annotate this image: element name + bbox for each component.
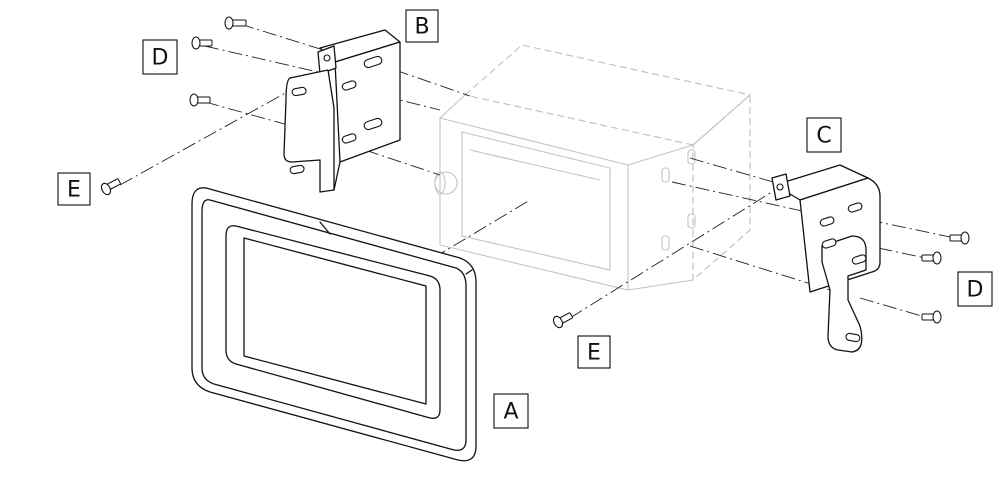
callout-a: A: [493, 393, 529, 429]
callout-d-left-text: D: [152, 46, 169, 71]
callout-e-left-text: E: [67, 178, 81, 203]
callout-d-right-text: D: [967, 278, 984, 303]
callout-b-text: B: [414, 15, 429, 40]
screw-d-left-bottom: [189, 93, 211, 107]
callout-d-right: D: [957, 271, 993, 307]
screw-b-top: [224, 16, 247, 30]
screw-d-left-top: [191, 36, 213, 50]
callout-c-text: C: [816, 124, 831, 149]
callout-d-left: D: [142, 39, 178, 75]
screw-c-top: [949, 231, 970, 245]
screw-e-right: [552, 312, 573, 329]
bracket-b: [283, 29, 401, 193]
screw-d-right-top: [921, 251, 942, 265]
callout-a-text: A: [503, 400, 518, 425]
head-unit-chassis: [434, 44, 752, 291]
callout-b: B: [405, 9, 439, 43]
screw-d-right-bottom: [921, 310, 942, 324]
callout-c: C: [806, 117, 842, 153]
screw-e-left: [100, 178, 121, 196]
callout-e-right: E: [577, 335, 611, 369]
callout-e-right-text: E: [587, 341, 601, 366]
front-trim-a: [191, 187, 477, 462]
callout-e-left: E: [57, 172, 91, 206]
bracket-c: [771, 164, 881, 353]
